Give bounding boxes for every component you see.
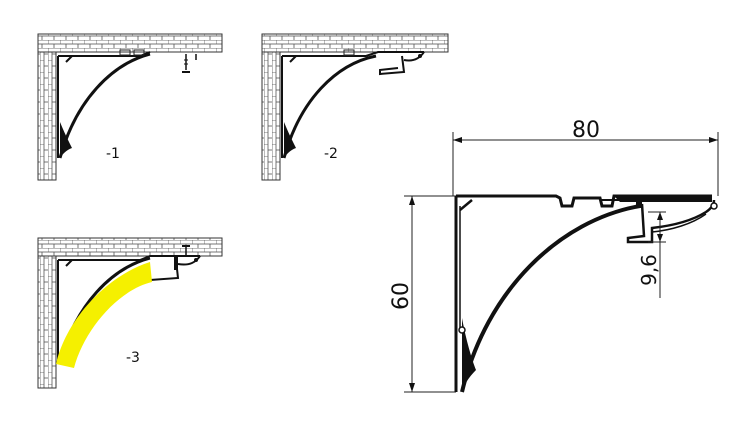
lip-dimension: 9,6 [637, 211, 666, 298]
led-profile [57, 49, 151, 159]
figure-label: -3 [126, 350, 140, 366]
figure-label: -2 [324, 146, 338, 162]
screw-icon [182, 245, 190, 256]
figure-variant-2: -2 [261, 33, 449, 181]
led-profile [281, 49, 425, 159]
width-dimension: 80 [452, 118, 719, 196]
height-dimension: 60 [389, 195, 456, 393]
brick-wall [261, 33, 449, 181]
brick-wall [37, 237, 223, 389]
screw-icon [182, 54, 197, 73]
figure-variant-3: -3 [37, 237, 223, 389]
led-profile-large [454, 194, 718, 393]
lip-dim-label: 9,6 [637, 254, 661, 286]
figure-variant-1: -1 [37, 33, 223, 181]
figure-label: -1 [106, 146, 120, 162]
width-dim-label: 80 [572, 118, 600, 143]
profile-detail: 80 60 [389, 118, 719, 393]
height-dim-label: 60 [389, 282, 414, 310]
brick-wall [37, 33, 223, 181]
diffuser-highlight [56, 262, 152, 368]
